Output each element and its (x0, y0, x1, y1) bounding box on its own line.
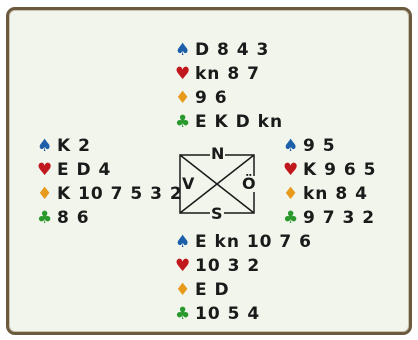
west-diamonds: ♦K 10 7 5 3 2 (37, 182, 183, 206)
club-icon: ♣ (283, 208, 300, 228)
heart-icon: ♥ (175, 64, 192, 84)
south-clubs: ♣10 5 4 (175, 302, 312, 326)
north-hearts: ♥kn 8 7 (175, 62, 283, 86)
north-diamonds: ♦9 6 (175, 86, 283, 110)
south-clubs-cards: 10 5 4 (195, 304, 261, 324)
spade-icon: ♠ (175, 232, 192, 252)
diamond-icon: ♦ (37, 184, 54, 204)
south-diamonds: ♦E D (175, 278, 312, 302)
south-hearts: ♥10 3 2 (175, 254, 312, 278)
compass-west-label: V (181, 174, 196, 193)
club-icon: ♣ (175, 304, 192, 324)
west-clubs: ♣8 6 (37, 206, 183, 230)
east-spades-cards: 9 5 (303, 136, 336, 156)
west-spades: ♠K 2 (37, 134, 183, 158)
north-diamonds-cards: 9 6 (195, 88, 228, 108)
heart-icon: ♥ (283, 160, 300, 180)
south-diamonds-cards: E D (195, 280, 230, 300)
south-hearts-cards: 10 3 2 (195, 256, 261, 276)
south-spades: ♠E kn 10 7 6 (175, 230, 312, 254)
east-clubs-cards: 9 7 3 2 (303, 208, 376, 228)
east-spades: ♠9 5 (283, 134, 376, 158)
east-hand: ♠9 5 ♥K 9 6 5 ♦kn 8 4 ♣9 7 3 2 (283, 134, 376, 230)
east-hearts-cards: K 9 6 5 (303, 160, 377, 180)
west-hearts-cards: E D 4 (57, 160, 112, 180)
south-spades-cards: E kn 10 7 6 (195, 232, 313, 252)
club-icon: ♣ (37, 208, 54, 228)
bridge-deal-panel: ♠D 8 4 3 ♥kn 8 7 ♦9 6 ♣E K D kn ♠K 2 ♥E … (6, 7, 412, 335)
north-hearts-cards: kn 8 7 (195, 64, 260, 84)
diamond-icon: ♦ (283, 184, 300, 204)
north-hand: ♠D 8 4 3 ♥kn 8 7 ♦9 6 ♣E K D kn (175, 38, 283, 134)
east-diamonds-cards: kn 8 4 (303, 184, 368, 204)
spade-icon: ♠ (175, 40, 192, 60)
west-spades-cards: K 2 (57, 136, 91, 156)
heart-icon: ♥ (37, 160, 54, 180)
club-icon: ♣ (175, 112, 192, 132)
east-diamonds: ♦kn 8 4 (283, 182, 376, 206)
diamond-icon: ♦ (175, 280, 192, 300)
north-clubs-cards: E K D kn (195, 112, 284, 132)
compass-north-label: N (210, 144, 226, 163)
south-hand: ♠E kn 10 7 6 ♥10 3 2 ♦E D ♣10 5 4 (175, 230, 312, 326)
compass-diagram: N V Ö S (179, 146, 257, 222)
east-clubs: ♣9 7 3 2 (283, 206, 376, 230)
west-hand: ♠K 2 ♥E D 4 ♦K 10 7 5 3 2 ♣8 6 (37, 134, 183, 230)
north-spades: ♠D 8 4 3 (175, 38, 283, 62)
heart-icon: ♥ (175, 256, 192, 276)
west-hearts: ♥E D 4 (37, 158, 183, 182)
compass-south-label: S (210, 204, 224, 223)
west-clubs-cards: 8 6 (57, 208, 90, 228)
diamond-icon: ♦ (175, 88, 192, 108)
spade-icon: ♠ (283, 136, 300, 156)
north-spades-cards: D 8 4 3 (195, 40, 270, 60)
spade-icon: ♠ (37, 136, 54, 156)
compass-east-label: Ö (241, 174, 257, 193)
north-clubs: ♣E K D kn (175, 110, 283, 134)
west-diamonds-cards: K 10 7 5 3 2 (57, 184, 183, 204)
east-hearts: ♥K 9 6 5 (283, 158, 376, 182)
